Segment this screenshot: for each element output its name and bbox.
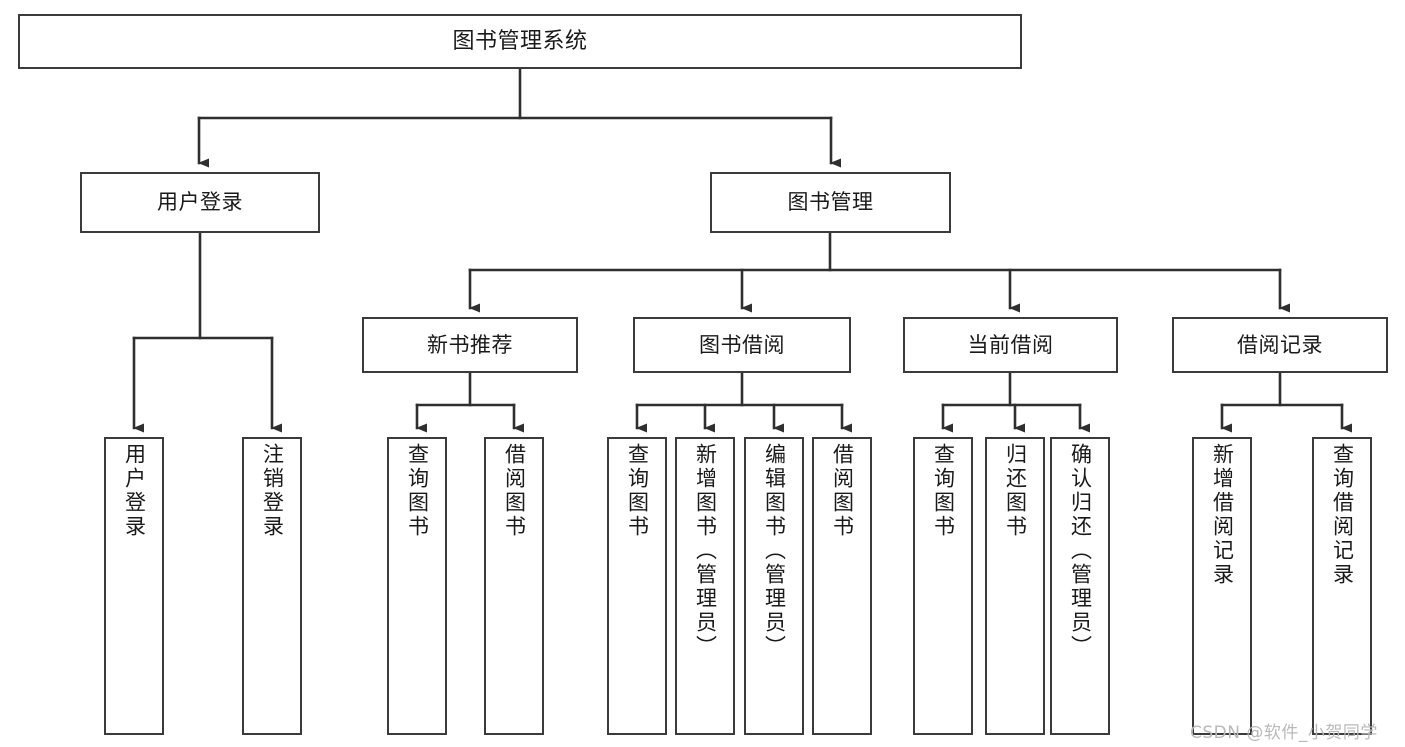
node-borrow-record[interactable]: 借阅记录 bbox=[1172, 317, 1388, 373]
leaf-user-login[interactable]: 用户登录 bbox=[104, 437, 164, 735]
leaf-add-book-admin-label: 新增图书（管理员） bbox=[693, 443, 718, 659]
leaf-user-login-label: 用户登录 bbox=[122, 443, 147, 539]
leaf-query-book-borrow-label: 查询图书 bbox=[625, 443, 650, 539]
leaf-add-borrow-record[interactable]: 新增借阅记录 bbox=[1192, 437, 1252, 735]
node-new-book-recommend-label: 新书推荐 bbox=[427, 332, 513, 357]
leaf-query-borrow-record-label: 查询借阅记录 bbox=[1330, 443, 1355, 587]
leaf-query-borrow-record[interactable]: 查询借阅记录 bbox=[1312, 437, 1372, 735]
node-book-management-label: 图书管理 bbox=[787, 190, 874, 215]
leaf-edit-book-admin[interactable]: 编辑图书（管理员） bbox=[744, 437, 804, 735]
leaf-query-book-rec[interactable]: 查询图书 bbox=[387, 437, 447, 735]
leaf-confirm-return-admin[interactable]: 确认归还（管理员） bbox=[1050, 437, 1110, 735]
leaf-borrow-book[interactable]: 借阅图书 bbox=[812, 437, 872, 735]
node-book-borrow-label: 图书借阅 bbox=[699, 332, 785, 357]
leaf-return-book-label: 归还图书 bbox=[1003, 443, 1028, 539]
leaf-query-book-borrow[interactable]: 查询图书 bbox=[607, 437, 667, 735]
node-root[interactable]: 图书管理系统 bbox=[18, 14, 1022, 69]
leaf-query-book-current[interactable]: 查询图书 bbox=[913, 437, 973, 735]
leaf-add-book-admin[interactable]: 新增图书（管理员） bbox=[675, 437, 735, 735]
leaf-edit-book-admin-label: 编辑图书（管理员） bbox=[762, 443, 787, 659]
leaf-query-book-rec-label: 查询图书 bbox=[405, 443, 430, 539]
node-book-borrow[interactable]: 图书借阅 bbox=[633, 317, 851, 373]
csdn-watermark: CSDN @软件_小贺同学 bbox=[1190, 723, 1378, 743]
leaf-return-book[interactable]: 归还图书 bbox=[985, 437, 1045, 735]
node-current-borrow-label: 当前借阅 bbox=[967, 332, 1054, 357]
node-root-label: 图书管理系统 bbox=[452, 28, 588, 54]
node-user-login-label: 用户登录 bbox=[157, 190, 243, 215]
leaf-logout-label: 注销登录 bbox=[260, 443, 285, 539]
leaf-add-borrow-record-label: 新增借阅记录 bbox=[1210, 443, 1235, 587]
node-current-borrow[interactable]: 当前借阅 bbox=[903, 317, 1118, 373]
node-new-book-recommend[interactable]: 新书推荐 bbox=[362, 317, 578, 373]
leaf-confirm-return-admin-label: 确认归还（管理员） bbox=[1068, 443, 1093, 659]
node-user-login[interactable]: 用户登录 bbox=[80, 172, 320, 233]
leaf-query-book-current-label: 查询图书 bbox=[931, 443, 956, 539]
node-borrow-record-label: 借阅记录 bbox=[1237, 332, 1323, 357]
leaf-logout[interactable]: 注销登录 bbox=[242, 437, 302, 735]
node-book-management[interactable]: 图书管理 bbox=[710, 172, 951, 233]
leaf-borrow-book-label: 借阅图书 bbox=[830, 443, 855, 539]
leaf-borrow-book-rec-label: 借阅图书 bbox=[502, 443, 527, 539]
leaf-borrow-book-rec[interactable]: 借阅图书 bbox=[484, 437, 544, 735]
